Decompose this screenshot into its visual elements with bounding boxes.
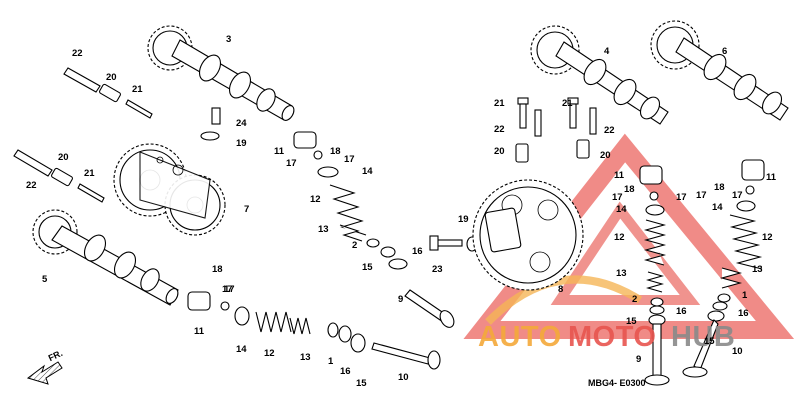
camshaft-3 (147, 25, 295, 121)
callout-label-13: 13 (752, 264, 763, 275)
callout-label-22: 22 (604, 125, 615, 136)
callout-label-17: 17 (286, 158, 297, 169)
camshaft-5 (32, 209, 179, 306)
callout-label-9: 9 (398, 294, 403, 305)
callout-label-12: 12 (762, 232, 773, 243)
watermark-text-part1: AUTO (478, 321, 562, 353)
callout-label-22: 22 (494, 124, 505, 135)
callout-label-2: 2 (632, 294, 637, 305)
bolt-24 (200, 107, 221, 141)
callout-label-17: 17 (612, 192, 623, 203)
watermark-text-part2: MOTO (568, 321, 656, 353)
callout-label-13: 13 (318, 224, 329, 235)
callout-label-20: 20 (494, 146, 505, 157)
callout-label-17: 17 (344, 154, 355, 165)
callout-label-3: 3 (226, 34, 231, 45)
callout-label-1: 1 (328, 356, 334, 367)
callout-label-19: 19 (458, 214, 469, 225)
callout-label-17: 17 (696, 190, 707, 201)
callout-label-16: 16 (340, 366, 351, 377)
callout-label-11: 11 (194, 326, 205, 337)
callout-label-4: 4 (604, 46, 610, 57)
cam-gear-8 (472, 179, 584, 291)
valve-stack-far-right (682, 159, 765, 378)
callout-label-7: 7 (244, 204, 249, 215)
callout-label-17: 17 (224, 284, 235, 295)
callout-label-8: 8 (558, 284, 563, 295)
bolt-set-mid-left (13, 149, 105, 203)
callout-label-17: 17 (222, 284, 233, 295)
callout-label-9: 9 (636, 354, 641, 365)
front-direction-arrow (26, 361, 63, 385)
callout-label-18: 18 (330, 146, 341, 157)
callout-label-15: 15 (362, 262, 373, 273)
bolt-set-upper-left (63, 67, 153, 119)
callout-label-20: 20 (600, 150, 611, 161)
callout-label-13: 13 (300, 352, 311, 363)
callout-label-14: 14 (362, 166, 373, 177)
callout-label-16: 16 (738, 308, 749, 319)
valve-stack-bottom-left (187, 291, 441, 370)
callout-label-15: 15 (626, 316, 637, 327)
callout-label-5: 5 (42, 274, 48, 285)
watermark-orange-sweep (485, 275, 643, 325)
callout-label-6: 6 (722, 46, 727, 57)
callout-label-2: 2 (352, 240, 357, 251)
callout-label-16: 16 (412, 246, 423, 257)
callout-label-18: 18 (212, 264, 223, 275)
watermark-text: AUTO MOTO HUB (478, 321, 735, 353)
callout-label-16: 16 (676, 306, 687, 317)
callout-label-21: 21 (494, 98, 505, 109)
diagram-code: MBG4- E0300 (588, 378, 646, 388)
callout-label-17: 17 (732, 190, 743, 201)
callout-label-12: 12 (310, 194, 321, 205)
callout-label-21: 21 (562, 98, 573, 109)
callout-label-20: 20 (58, 152, 69, 163)
valve-stack-right-center (639, 165, 670, 386)
callout-label-11: 11 (274, 146, 285, 157)
callout-label-12: 12 (264, 348, 275, 359)
callout-label-14: 14 (236, 344, 247, 355)
callout-label-23: 23 (432, 264, 443, 275)
callout-label-21: 21 (84, 168, 95, 179)
callout-label-19: 19 (236, 138, 247, 149)
watermark-text-part3: HUB (671, 321, 735, 353)
bolt-set-right-a (515, 97, 542, 163)
cam-gear-assembly-7 (113, 143, 226, 236)
callout-label-10: 10 (732, 346, 743, 357)
callout-label-22: 22 (26, 180, 37, 191)
direction-label: FR. (47, 348, 64, 363)
bolt-23 (429, 235, 478, 252)
callout-label-18: 18 (714, 182, 725, 193)
callout-label-20: 20 (106, 72, 117, 83)
callout-label-22: 22 (72, 48, 83, 59)
callout-label-15: 15 (704, 336, 715, 347)
callout-label-14: 14 (712, 202, 723, 213)
callout-label-24: 24 (236, 118, 247, 129)
callout-label-17: 17 (676, 192, 687, 203)
callout-label-10: 10 (398, 372, 409, 383)
bolt-set-right-b (567, 97, 597, 159)
valve-stack-center-upper (293, 131, 455, 328)
camshaft-6 (650, 20, 789, 121)
callout-label-21: 21 (132, 84, 143, 95)
callout-label-12: 12 (614, 232, 625, 243)
callout-label-1: 1 (742, 290, 748, 301)
callout-label-13: 13 (616, 268, 627, 279)
callout-label-18: 18 (624, 184, 635, 195)
callout-label-14: 14 (616, 204, 627, 215)
camshaft-4 (530, 25, 669, 125)
watermark-triangle-inner (550, 201, 701, 305)
callout-label-11: 11 (766, 172, 777, 183)
callout-label-15: 15 (356, 378, 367, 389)
callout-label-11: 11 (614, 170, 625, 181)
